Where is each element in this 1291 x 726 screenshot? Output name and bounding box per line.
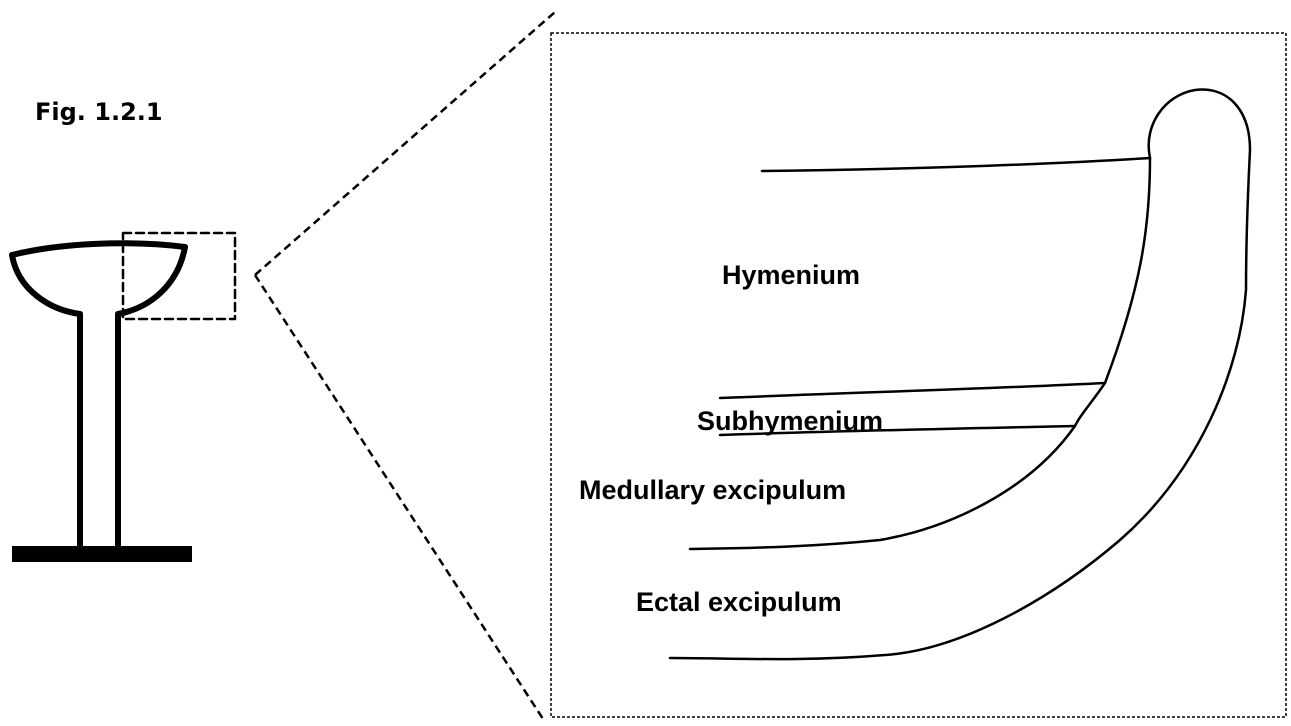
zoom-source-box [121,231,237,321]
zoom-panel-frame [550,32,1287,718]
hymenium-base-line [718,381,1107,400]
layer-label-medullary-excipulum: Medullary excipulum [579,475,847,505]
excipulum-cross-section [668,88,1252,661]
hymenium-surface-line [760,156,1152,173]
layer-label-ectal-excipulum: Ectal excipulum [636,587,842,617]
figure-caption: Fig. 1.2.1 [35,98,163,126]
layer-label-subhymenium: Subhymenium [697,406,884,436]
zoom-connector-lower [253,274,547,723]
margin-outer-edge [668,88,1252,661]
cup-outline [9,244,188,551]
layer-label-hymenium: Hymenium [722,260,861,290]
zoom-connectors [253,11,556,723]
subhymenium-base-line [718,424,1077,437]
cup-base [12,546,192,562]
cup-fungus-overview [9,231,237,562]
cup-rim [9,240,188,258]
medullary-inner-curve [688,156,1152,551]
zoom-connector-upper [254,11,556,276]
